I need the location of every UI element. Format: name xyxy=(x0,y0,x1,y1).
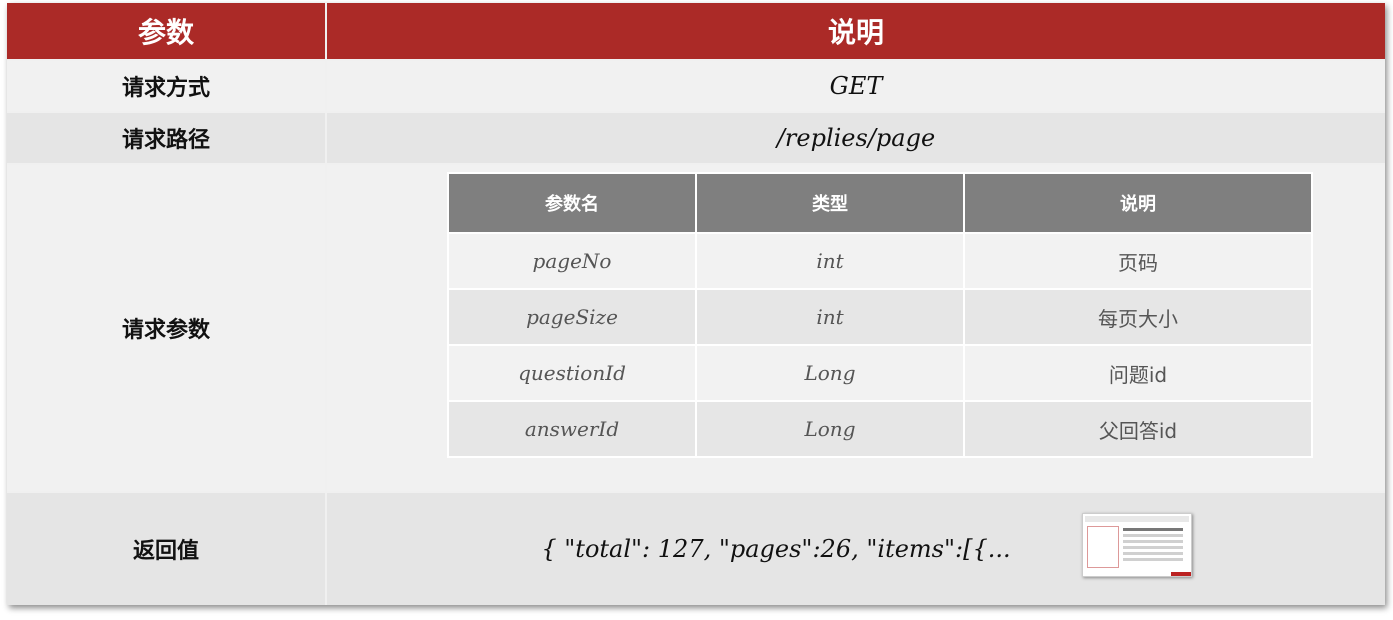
thumbnail-line xyxy=(1123,540,1183,543)
table-row: pageSize int 每页大小 xyxy=(447,288,1313,346)
param-desc: 父回答id xyxy=(963,400,1313,458)
param-type: int xyxy=(695,232,965,290)
thumbnail-line xyxy=(1123,552,1183,555)
thumbnail-topbar xyxy=(1085,516,1189,522)
page-thumbnail-icon[interactable] xyxy=(1082,513,1192,577)
params-table: 参数名 类型 说明 pageNo int 页码 pageSize int 每页大… xyxy=(447,172,1313,458)
thumbnail-line xyxy=(1123,546,1183,549)
thumbnail-side-box xyxy=(1087,526,1119,568)
params-header-row: 参数名 类型 说明 xyxy=(447,172,1313,234)
table-row: pageNo int 页码 xyxy=(447,232,1313,290)
param-name: pageSize xyxy=(447,288,697,346)
return-cell: { "total": 127, "pages":26, "items":[{..… xyxy=(327,493,1385,605)
table-row: answerId Long 父回答id xyxy=(447,400,1313,458)
method-value: GET xyxy=(327,61,1385,111)
method-label: 请求方式 xyxy=(7,61,325,111)
param-type: int xyxy=(695,288,965,346)
header-param: 参数 xyxy=(7,3,325,59)
header-desc: 说明 xyxy=(327,3,1385,59)
param-name: pageNo xyxy=(447,232,697,290)
param-desc: 问题id xyxy=(963,344,1313,402)
param-name: questionId xyxy=(447,344,697,402)
thumbnail-line xyxy=(1123,534,1183,537)
param-name: answerId xyxy=(447,400,697,458)
param-type: Long xyxy=(695,400,965,458)
row-method: 请求方式 GET xyxy=(7,61,1385,111)
row-path: 请求路径 /replies/page xyxy=(7,113,1385,163)
path-value: /replies/page xyxy=(327,113,1385,163)
thumbnail-line xyxy=(1123,558,1183,561)
params-label: 请求参数 xyxy=(7,165,325,491)
param-type: Long xyxy=(695,344,965,402)
table-header-row: 参数 说明 xyxy=(7,3,1385,59)
table-row: questionId Long 问题id xyxy=(447,344,1313,402)
row-return: 返回值 { "total": 127, "pages":26, "items":… xyxy=(7,493,1385,605)
thumbnail-line xyxy=(1123,528,1183,531)
return-value: { "total": 127, "pages":26, "items":[{..… xyxy=(541,535,1011,563)
return-label: 返回值 xyxy=(7,493,325,605)
path-label: 请求路径 xyxy=(7,113,325,163)
param-desc: 每页大小 xyxy=(963,288,1313,346)
param-type-header: 类型 xyxy=(695,172,965,234)
param-desc: 页码 xyxy=(963,232,1313,290)
thumbnail-accent-bar xyxy=(1171,572,1191,576)
param-desc-header: 说明 xyxy=(963,172,1313,234)
param-name-header: 参数名 xyxy=(447,172,697,234)
